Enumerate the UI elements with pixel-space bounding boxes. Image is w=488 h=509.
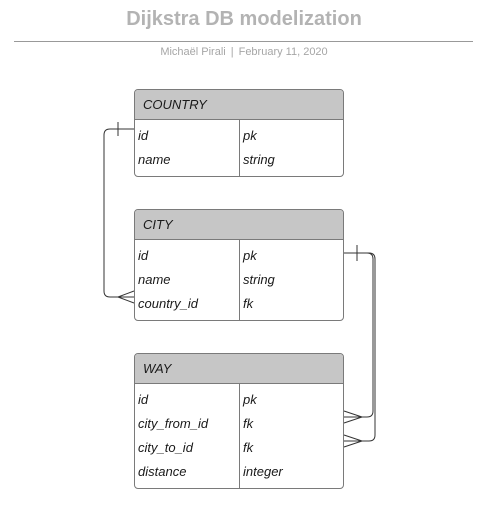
field-row: id pk — [135, 124, 343, 148]
crow-foot-way-to-lower — [343, 440, 363, 448]
field-row: city_from_id fk — [135, 412, 343, 436]
field-row: name string — [135, 148, 343, 172]
crow-foot-city-upper — [117, 290, 135, 298]
document-date: February 11, 2020 — [238, 46, 328, 58]
field-name: city_to_id — [138, 440, 193, 455]
field-type: string — [243, 152, 275, 167]
byline-separator: | — [230, 46, 234, 58]
field-name: city_from_id — [138, 416, 209, 431]
field-type: pk — [243, 248, 257, 263]
entity-city[interactable]: CITY id pk name string country_id fk — [134, 209, 344, 321]
field-name: id — [138, 248, 149, 263]
field-type: fk — [243, 416, 254, 431]
field-type: string — [243, 272, 275, 287]
connector-city-way-from — [344, 252, 374, 418]
crow-foot-city-lower — [117, 296, 135, 304]
field-row: id pk — [135, 388, 343, 412]
field-row: city_to_id fk — [135, 436, 343, 460]
entity-city-fields: id pk name string country_id fk — [135, 240, 343, 320]
crow-foot-way-from-lower — [343, 416, 363, 424]
field-row: country_id fk — [135, 292, 343, 316]
field-name: distance — [138, 464, 187, 479]
entity-way[interactable]: WAY id pk city_from_id fk city_to_id fk … — [134, 353, 344, 489]
field-name: country_id — [138, 296, 198, 311]
field-name: name — [138, 152, 171, 167]
field-row: distance integer — [135, 460, 343, 484]
crow-foot-way-from-upper — [343, 410, 363, 418]
entity-country-header: COUNTRY — [135, 90, 343, 120]
entity-country[interactable]: COUNTRY id pk name string — [134, 89, 344, 177]
column-divider — [239, 384, 240, 488]
field-type: pk — [243, 392, 257, 407]
connector-city-way-to — [344, 252, 376, 442]
entity-way-header: WAY — [135, 354, 343, 384]
field-row: name string — [135, 268, 343, 292]
column-divider — [239, 120, 240, 176]
field-name: name — [138, 272, 171, 287]
title-divider — [14, 41, 473, 42]
crow-foot-way-to-upper — [343, 434, 363, 442]
field-name: id — [138, 128, 149, 143]
entity-way-fields: id pk city_from_id fk city_to_id fk dist… — [135, 384, 343, 488]
byline: Michaël Pirali | February 11, 2020 — [0, 46, 488, 58]
field-row: id pk — [135, 244, 343, 268]
field-type: fk — [243, 296, 254, 311]
author-name: Michaël Pirali — [160, 46, 226, 58]
entity-city-header: CITY — [135, 210, 343, 240]
column-divider — [239, 240, 240, 320]
entity-country-fields: id pk name string — [135, 120, 343, 176]
document-title: Dijkstra DB modelization — [126, 8, 362, 30]
connector-country-city — [103, 128, 134, 298]
field-type: fk — [243, 440, 254, 455]
field-name: id — [138, 392, 149, 407]
field-type: integer — [243, 464, 283, 479]
field-type: pk — [243, 128, 257, 143]
